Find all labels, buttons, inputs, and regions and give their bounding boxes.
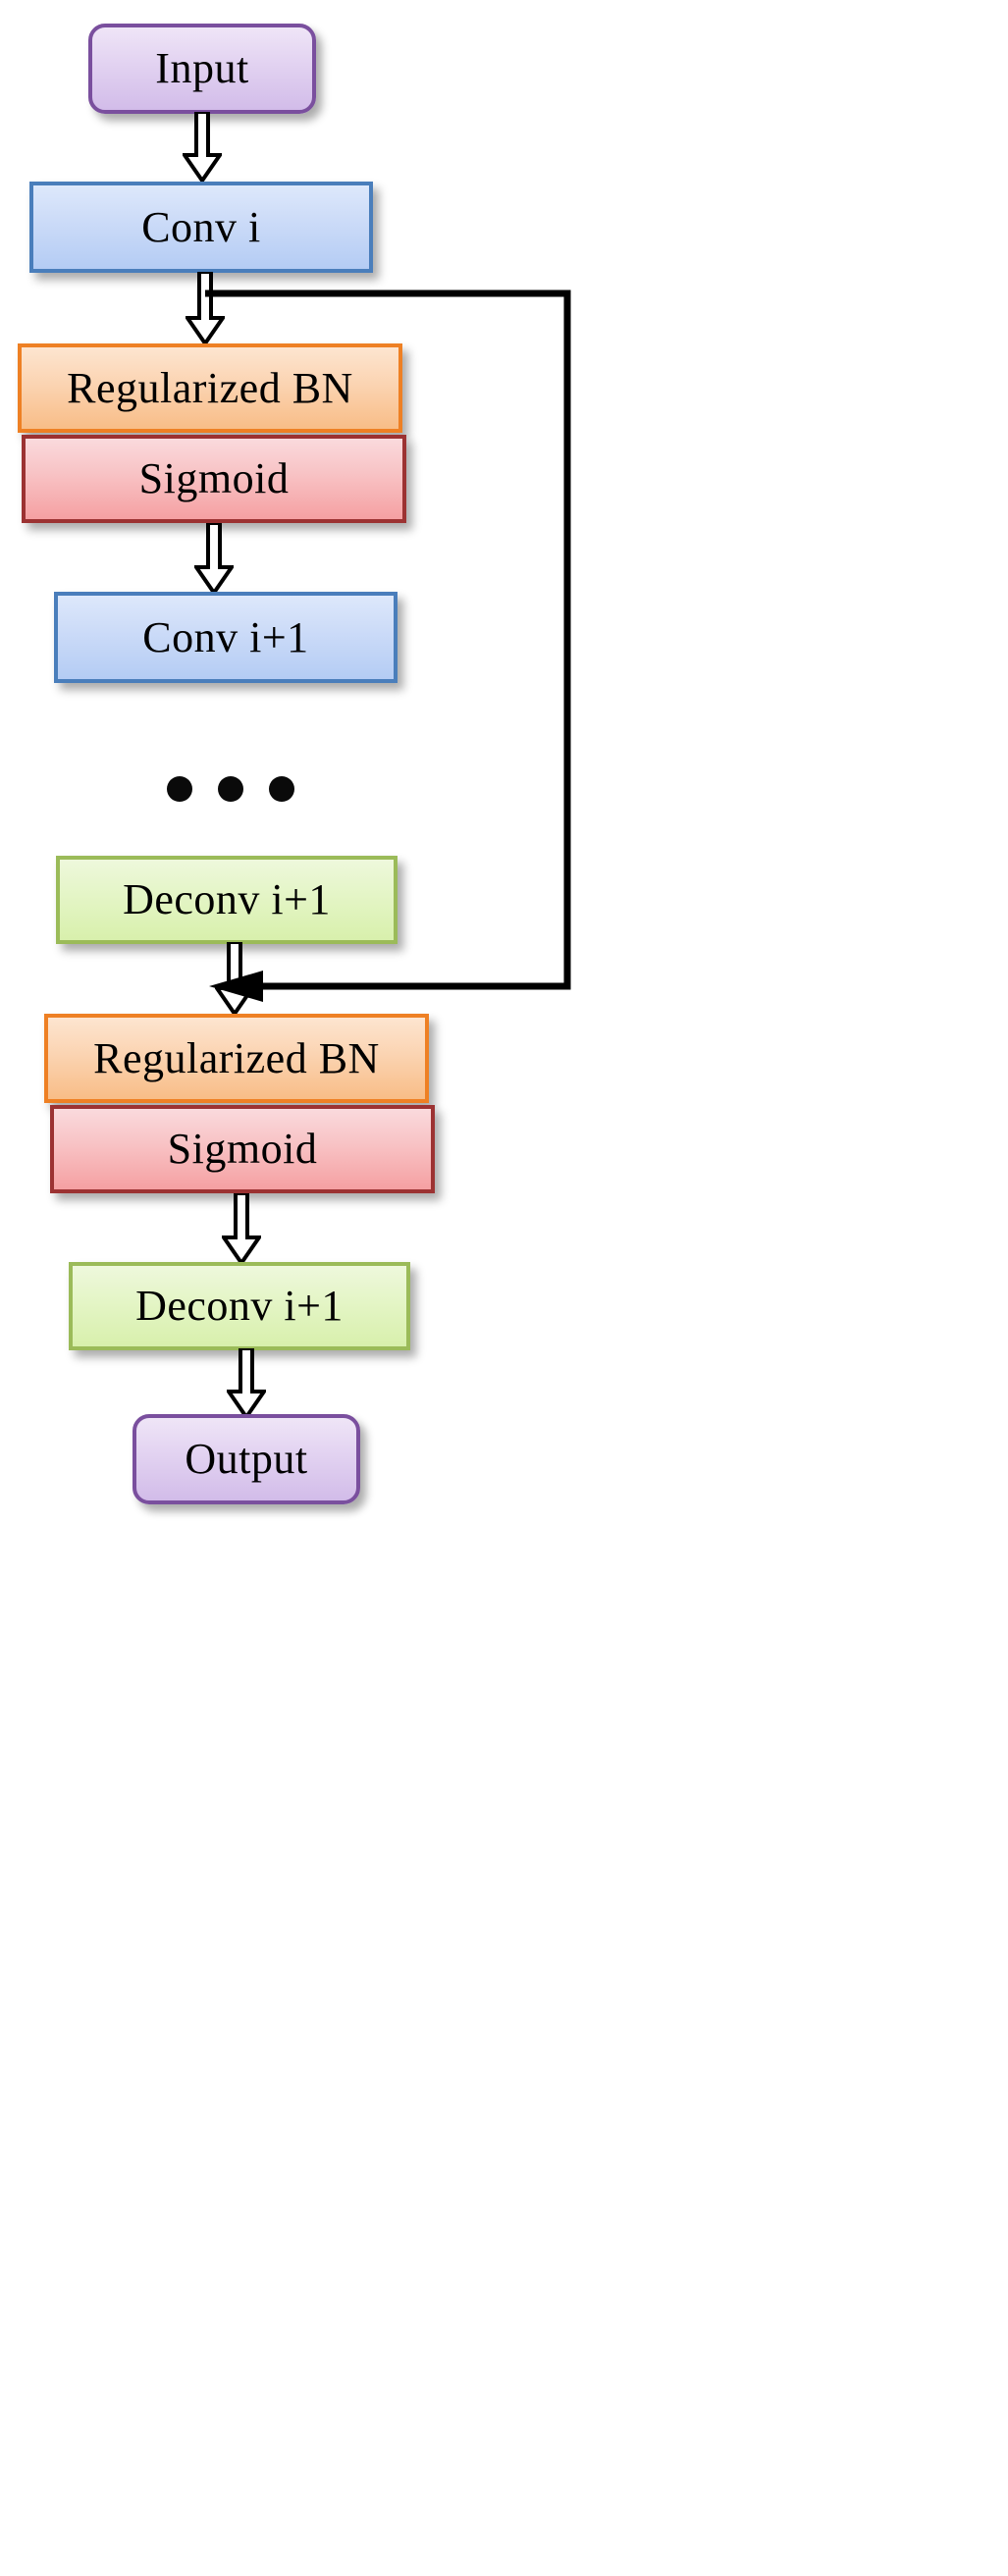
node-output-label: Output — [185, 1435, 308, 1483]
node-conv-i-plus-1[interactable]: Conv i+1 — [54, 592, 398, 683]
node-sigmoid-1[interactable]: Sigmoid — [22, 435, 406, 523]
arrow-sigmoid-2-to-deconv-lower — [222, 1193, 261, 1265]
node-regularized-bn-2-label: Regularized BN — [93, 1033, 380, 1082]
arrow-deconv-lower-to-output — [227, 1348, 266, 1419]
node-deconv-i-plus-1-upper[interactable]: Deconv i+1 — [56, 856, 398, 944]
arrow-input-to-conv-i — [183, 112, 222, 183]
node-regularized-bn-1[interactable]: Regularized BN — [18, 343, 402, 433]
ellipsis-dot-1 — [167, 776, 192, 802]
ellipsis-dot-3 — [269, 776, 294, 802]
node-regularized-bn-1-label: Regularized BN — [67, 363, 353, 412]
node-input-label: Input — [155, 44, 249, 92]
node-sigmoid-1-label: Sigmoid — [138, 454, 290, 502]
node-conv-i-plus-1-label: Conv i+1 — [142, 612, 309, 661]
node-regularized-bn-2[interactable]: Regularized BN — [44, 1014, 429, 1103]
node-conv-i-label: Conv i — [141, 202, 261, 251]
node-sigmoid-2[interactable]: Sigmoid — [50, 1105, 435, 1193]
arrow-deconv-upper-to-bn-2 — [215, 942, 254, 1016]
arrow-sigmoid-1-to-conv-i-plus-1 — [194, 523, 234, 595]
node-deconv-i-plus-1-upper-label: Deconv i+1 — [123, 875, 331, 923]
node-input[interactable]: Input — [88, 24, 316, 114]
ellipsis-indicator — [167, 776, 294, 802]
node-sigmoid-2-label: Sigmoid — [167, 1125, 318, 1173]
ellipsis-dot-2 — [218, 776, 243, 802]
node-deconv-i-plus-1-lower-label: Deconv i+1 — [135, 1282, 344, 1330]
arrow-conv-i-to-bn-1 — [186, 272, 225, 345]
node-deconv-i-plus-1-lower[interactable]: Deconv i+1 — [69, 1262, 410, 1350]
node-output[interactable]: Output — [133, 1414, 360, 1504]
node-conv-i[interactable]: Conv i — [29, 182, 373, 273]
